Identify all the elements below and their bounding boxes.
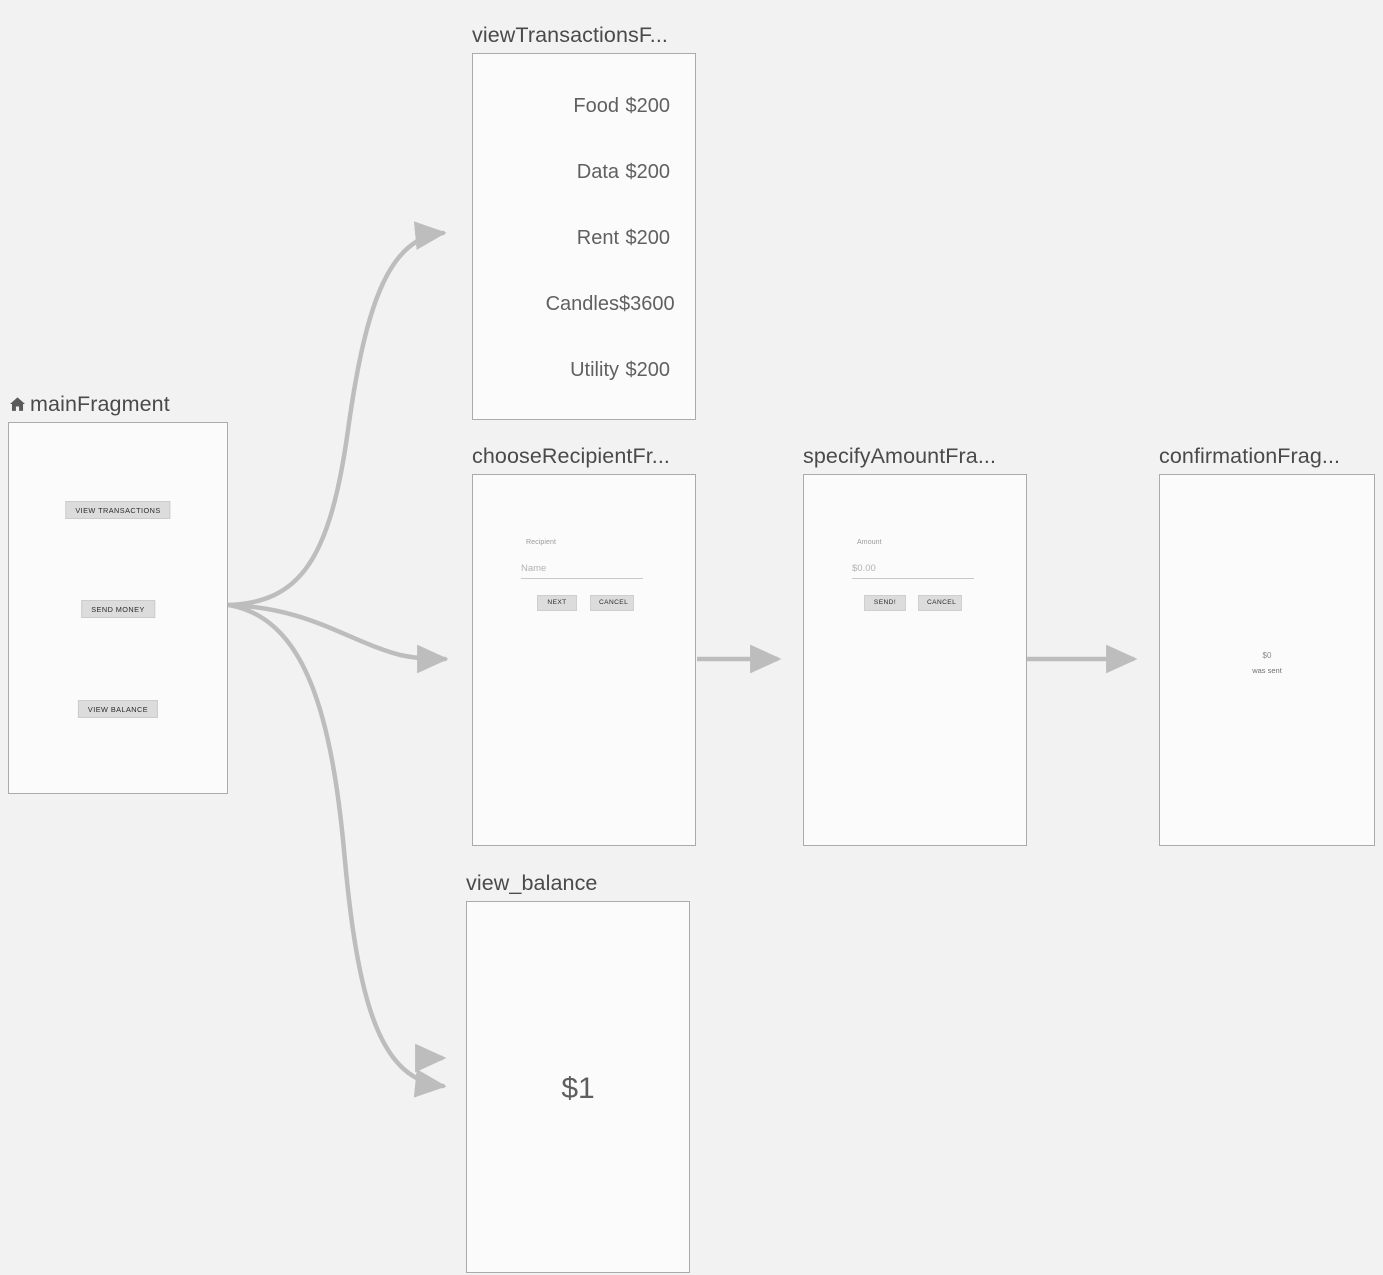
cancel-button[interactable]: CANCEL <box>590 595 634 611</box>
transaction-amount: $3600 <box>619 293 675 315</box>
amount-input[interactable]: $0.00 <box>852 563 974 579</box>
cancel-button[interactable]: CANCEL <box>918 595 962 611</box>
node-main-fragment-label: mainFragment <box>30 392 170 416</box>
node-main-fragment-title: mainFragment <box>8 392 170 417</box>
transaction-label: Utility <box>570 359 619 381</box>
transaction-label: Candles <box>545 293 619 315</box>
node-choose-recipient-title: chooseRecipientFr... <box>472 444 670 469</box>
transaction-amount: $200 <box>625 95 671 117</box>
balance-amount: $1 <box>561 1072 595 1105</box>
edge-main-to-view-balance[interactable] <box>226 602 447 1098</box>
next-button[interactable]: NEXT <box>537 595 577 611</box>
transaction-amount: $200 <box>625 359 671 381</box>
transaction-row: Rent $200 <box>473 227 695 250</box>
edge-main-to-choose-recipient[interactable] <box>226 602 449 674</box>
node-main-fragment-frame: VIEW TRANSACTIONS SEND MONEY VIEW BALANC… <box>8 422 228 794</box>
transaction-row: Food $200 <box>473 95 695 118</box>
node-specify-amount-label: specifyAmountFra... <box>803 444 997 468</box>
transaction-row: Utility $200 <box>473 359 695 382</box>
node-view-balance-title: view_balance <box>466 871 597 896</box>
node-confirmation-title: confirmationFrag... <box>1159 444 1340 469</box>
transaction-label: Rent <box>576 227 619 249</box>
recipient-field-label: Recipient <box>526 539 557 546</box>
node-confirmation-frame: $0 was sent <box>1159 474 1375 846</box>
node-choose-recipient-frame: Recipient Name NEXT CANCEL <box>472 474 696 846</box>
transaction-amount: $200 <box>625 161 671 183</box>
amount-field-label: Amount <box>857 539 882 546</box>
send-button[interactable]: SEND! <box>864 595 906 611</box>
confirmation-amount: $0 <box>1262 651 1272 660</box>
node-choose-recipient-fragment[interactable]: chooseRecipientFr... Recipient Name NEXT… <box>472 444 696 846</box>
transaction-label: Data <box>576 161 619 183</box>
node-view-balance-fragment[interactable]: view_balance $1 <box>466 871 690 1273</box>
node-specify-amount-frame: Amount $0.00 SEND! CANCEL <box>803 474 1027 846</box>
node-view-transactions-label: viewTransactionsF... <box>472 23 668 47</box>
edge-main-to-view-transactions[interactable] <box>226 221 447 608</box>
node-specify-amount-fragment[interactable]: specifyAmountFra... Amount $0.00 SEND! C… <box>803 444 1027 846</box>
node-choose-recipient-label: chooseRecipientFr... <box>472 444 670 468</box>
home-icon <box>8 395 27 414</box>
node-confirmation-fragment[interactable]: confirmationFrag... $0 was sent <box>1159 444 1375 846</box>
node-view-transactions-fragment[interactable]: viewTransactionsF... Food $200 Data $200… <box>472 23 696 420</box>
transaction-amount: $200 <box>625 227 671 249</box>
transaction-row: Data $200 <box>473 161 695 184</box>
view-transactions-button[interactable]: VIEW TRANSACTIONS <box>65 501 171 520</box>
send-money-button[interactable]: SEND MONEY <box>81 600 155 619</box>
node-specify-amount-title: specifyAmountFra... <box>803 444 996 469</box>
node-view-balance-label: view_balance <box>466 871 598 895</box>
node-view-balance-frame: $1 <box>466 901 690 1273</box>
transaction-label: Food <box>573 95 619 117</box>
confirmation-subtitle: was sent <box>1252 666 1282 675</box>
recipient-name-input[interactable]: Name <box>521 563 643 579</box>
node-confirmation-label: confirmationFrag... <box>1159 444 1341 468</box>
node-main-fragment[interactable]: mainFragment VIEW TRANSACTIONS SEND MONE… <box>8 392 228 794</box>
transaction-row: Candles $3600 <box>473 293 695 316</box>
main-fragment-body: VIEW TRANSACTIONS SEND MONEY VIEW BALANC… <box>9 423 227 793</box>
view-balance-button[interactable]: VIEW BALANCE <box>77 700 159 719</box>
node-view-transactions-frame: Food $200 Data $200 Rent $200 Candles $3… <box>472 53 696 420</box>
node-view-transactions-title: viewTransactionsF... <box>472 23 668 48</box>
